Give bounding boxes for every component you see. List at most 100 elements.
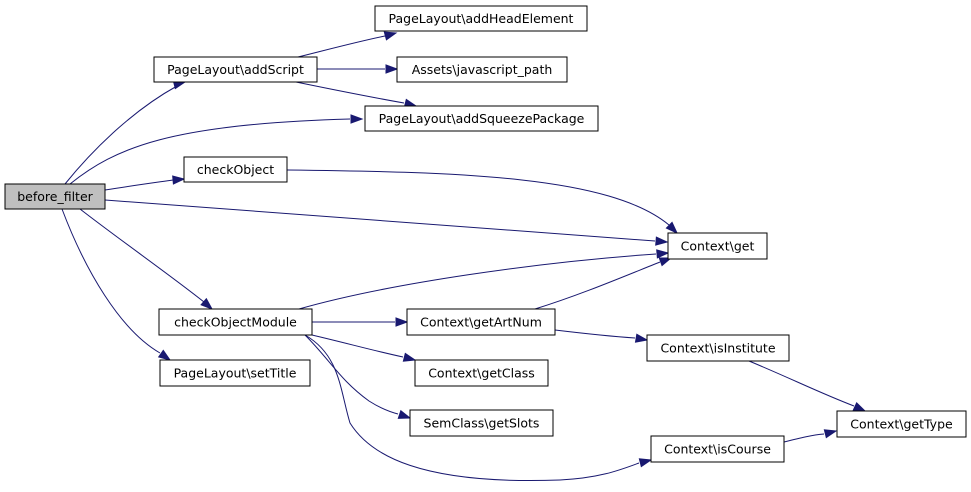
node-getClass[interactable]: Context\getClass xyxy=(414,359,549,387)
node-label: Assets\javascript_path xyxy=(412,62,553,77)
edge-line xyxy=(104,199,656,242)
edges-layer xyxy=(61,31,867,482)
edge-checkObjectModule-to-getClass xyxy=(311,334,417,362)
node-box xyxy=(396,56,568,83)
node-box xyxy=(409,409,554,437)
edge-arrowhead xyxy=(634,333,649,343)
edge-line xyxy=(64,85,178,185)
edge-arrowhead xyxy=(397,409,412,419)
node-label: Context\isCourse xyxy=(664,442,771,457)
node-label: SemClass\getSlots xyxy=(424,416,540,431)
edge-arrowhead xyxy=(638,458,653,468)
node-setTitle[interactable]: PageLayout\setTitle xyxy=(159,359,311,387)
edge-line xyxy=(297,35,386,58)
edge-arrowhead xyxy=(200,297,214,310)
node-label: PageLayout\setTitle xyxy=(174,366,297,381)
node-label: Context\getType xyxy=(850,417,953,432)
edge-isCourse-to-getType xyxy=(783,429,838,443)
edge-arrowhead xyxy=(656,249,670,259)
node-getType[interactable]: Context\getType xyxy=(836,410,967,438)
edge-arrowhead xyxy=(658,257,673,267)
edge-before_filter-to-checkObject xyxy=(104,175,186,191)
node-box xyxy=(836,410,967,438)
node-label: checkObjectModule xyxy=(174,315,297,330)
edge-line xyxy=(298,253,657,310)
node-label: Context\get xyxy=(681,239,755,254)
edge-line xyxy=(304,334,399,415)
edge-line xyxy=(304,334,640,482)
node-box xyxy=(374,5,588,32)
node-box xyxy=(364,105,599,132)
edge-before_filter-to-addScript xyxy=(64,80,187,185)
node-label: PageLayout\addHeadElement xyxy=(389,11,574,26)
edge-line xyxy=(783,433,825,443)
edge-line xyxy=(295,81,405,104)
edge-line xyxy=(311,334,404,358)
edge-arrowhead xyxy=(383,31,398,41)
edge-checkObjectModule-to-getSlots xyxy=(304,334,412,419)
edge-addScript-to-addHeadElement xyxy=(297,31,398,58)
node-checkObject[interactable]: checkObject xyxy=(183,156,288,183)
node-label: PageLayout\addScript xyxy=(167,62,304,77)
edge-arrowhead xyxy=(385,64,399,74)
node-checkObjectModule[interactable]: checkObjectModule xyxy=(158,308,313,336)
edge-addScript-to-javascript_path xyxy=(317,64,399,74)
node-box xyxy=(183,156,288,183)
edge-checkObjectModule-to-isCourse xyxy=(304,334,653,482)
node-label: Context\getClass xyxy=(428,366,535,381)
edge-before_filter-to-addSqueezePackage xyxy=(69,114,364,185)
node-addHeadElement[interactable]: PageLayout\addHeadElement xyxy=(374,5,588,32)
edge-line xyxy=(79,208,205,303)
node-box xyxy=(650,435,785,463)
nodes-layer: before_filterPageLayout\addScriptPageLay… xyxy=(4,5,967,463)
edge-line xyxy=(534,261,661,310)
node-addScript[interactable]: PageLayout\addScript xyxy=(153,56,318,83)
node-ctx-get[interactable]: Context\get xyxy=(667,232,768,260)
node-javascript-path[interactable]: Assets\javascript_path xyxy=(396,56,568,83)
edge-checkObjectModule-to-ctx_get xyxy=(298,249,670,310)
node-box xyxy=(158,308,313,336)
edge-arrowhead xyxy=(665,221,679,235)
node-getSlots[interactable]: SemClass\getSlots xyxy=(409,409,554,437)
node-box xyxy=(406,308,556,336)
edge-arrowhead xyxy=(350,114,364,124)
edge-addScript-to-addSqueezePackage xyxy=(295,81,418,108)
edge-line xyxy=(69,118,351,185)
edge-arrowhead xyxy=(852,401,867,412)
node-getArtNum[interactable]: Context\getArtNum xyxy=(406,308,556,336)
edge-before_filter-to-ctx_get xyxy=(104,199,669,246)
node-isInstitute[interactable]: Context\isInstitute xyxy=(646,334,790,362)
edge-before_filter-to-checkObjectModule xyxy=(79,208,214,310)
edge-arrowhead xyxy=(402,352,417,362)
node-box xyxy=(153,56,318,83)
edge-before_filter-to-setTitle xyxy=(61,208,172,361)
edge-arrowhead xyxy=(655,236,669,246)
node-box xyxy=(159,359,311,387)
edge-arrowhead xyxy=(172,175,186,185)
node-box xyxy=(667,232,768,260)
edge-arrowhead xyxy=(823,429,838,439)
node-isCourse[interactable]: Context\isCourse xyxy=(650,435,785,463)
edge-checkObjectModule-to-getArtNum xyxy=(312,317,409,327)
edge-line xyxy=(104,179,174,191)
edge-getArtNum-to-isInstitute xyxy=(554,329,649,343)
node-box xyxy=(646,334,790,362)
edge-arrowhead xyxy=(395,317,409,327)
node-addSqueezePackage[interactable]: PageLayout\addSqueezePackage xyxy=(364,105,599,132)
edge-line xyxy=(748,360,855,407)
node-label: PageLayout\addSqueezePackage xyxy=(379,111,585,126)
node-label: Context\getArtNum xyxy=(420,315,542,330)
edge-isInstitute-to-getType xyxy=(748,360,867,412)
edge-getArtNum-to-ctx_get xyxy=(534,257,673,310)
node-label: Context\isInstitute xyxy=(660,341,775,356)
edge-checkObject-to-ctx_get xyxy=(286,169,679,235)
node-before-filter[interactable]: before_filter xyxy=(4,183,106,210)
node-box xyxy=(4,183,106,210)
edge-line xyxy=(286,169,670,226)
node-box xyxy=(414,359,549,387)
node-label: checkObject xyxy=(197,162,274,177)
node-label: before_filter xyxy=(17,189,93,204)
edge-line xyxy=(554,329,636,339)
edge-arrowhead xyxy=(157,349,172,361)
